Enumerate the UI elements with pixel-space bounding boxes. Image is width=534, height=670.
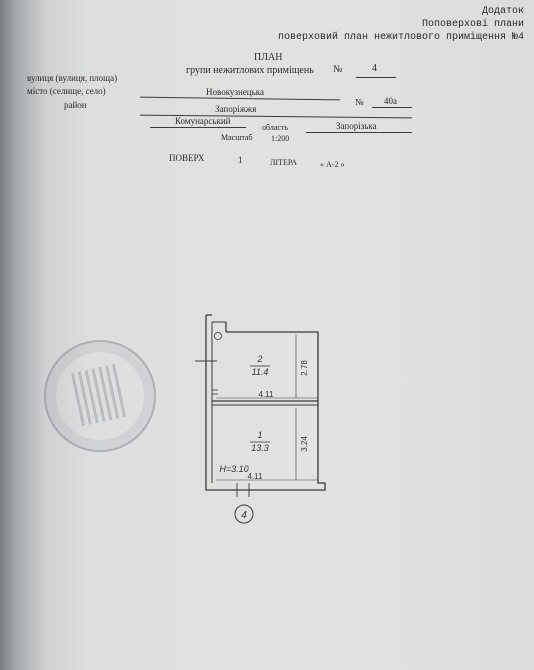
room1-number: 1: [257, 430, 262, 440]
room2-depth: 2.78: [300, 360, 309, 376]
room2-number: 2: [256, 354, 262, 364]
region-value: Запорізька: [336, 121, 377, 131]
scale-value: 1:200: [271, 134, 290, 143]
plan-number-sign: №: [333, 64, 343, 75]
floor-value: 1: [238, 155, 243, 165]
floor-label: ПОВЕРХ: [169, 153, 205, 163]
street-value: Новокузнецька: [206, 87, 264, 97]
bottom-width: 4.11: [248, 472, 264, 481]
letter-value: « А-2 »: [320, 160, 345, 169]
plan-title: ПЛАН: [254, 52, 283, 63]
house-number-sign: №: [355, 97, 364, 107]
city-label: місто (селище, село): [27, 86, 106, 96]
room2-area: 11.4: [252, 367, 269, 377]
header-annex: Додаток: [481, 6, 524, 17]
district-label: район: [64, 100, 87, 110]
room1-depth: 3.24: [300, 436, 309, 452]
district-value: Комунарський: [175, 116, 231, 126]
header-subtitle: поверховий план нежитлового приміщення №…: [277, 32, 524, 43]
region-label: область: [262, 123, 289, 132]
plan-circle-number: 4: [241, 510, 247, 521]
letter-label: ЛІТЕРА: [270, 158, 298, 167]
header-floor-plans: Поповерхові плани: [421, 19, 524, 30]
scale-label: Масштаб: [221, 133, 253, 142]
plan-group-label: групи нежитлових приміщень: [186, 65, 314, 76]
street-label: вулиця (вулиця, площа): [27, 73, 118, 83]
ceiling-height: H=3.10: [219, 464, 248, 474]
room1-area: 13.3: [251, 443, 269, 453]
outer-wall: [205, 315, 326, 491]
stamp-seal: [44, 340, 156, 452]
room2-width: 4.11: [259, 390, 275, 399]
plan-number-value: 4: [372, 63, 377, 74]
city-value: Запоріжжя: [215, 104, 257, 114]
house-number-value: 40а: [384, 96, 397, 106]
